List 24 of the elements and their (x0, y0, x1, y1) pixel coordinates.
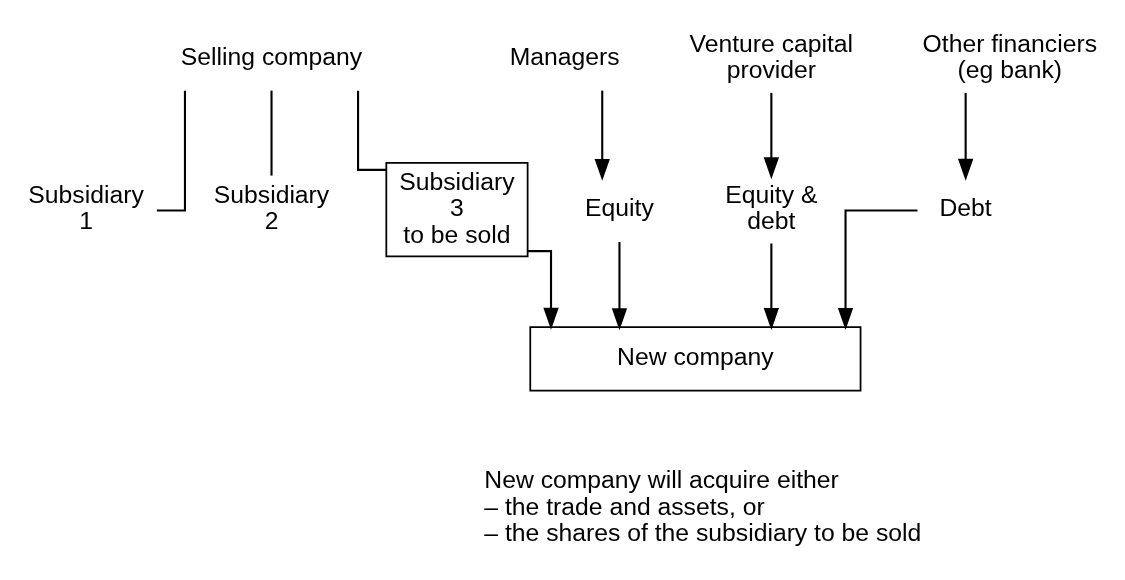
node-box: New company (529, 326, 862, 392)
node-text: Equity (585, 194, 654, 222)
label: – the shares of the subsidiary to be sold (484, 519, 922, 547)
arrow (957, 92, 974, 181)
node-text: Other financiers (eg bank) (922, 29, 1098, 84)
connector (357, 90, 387, 171)
node-text: Selling company (180, 43, 363, 71)
arrow (763, 92, 780, 180)
connector (156, 90, 187, 212)
arrow (763, 243, 780, 330)
node-box: Subsidiary 3 to be sold (385, 161, 529, 258)
node-text: Venture capital provider (689, 29, 854, 84)
node-text: Managers (509, 43, 620, 71)
connector (270, 90, 273, 176)
node-text: Subsidiary 2 (213, 180, 330, 235)
arrow (611, 242, 628, 331)
node-text: Debt (939, 194, 992, 222)
label: New company will acquire either (484, 466, 839, 494)
node-text: Subsidiary 1 (28, 180, 144, 235)
arrow (594, 90, 610, 181)
arrow (527, 250, 559, 330)
label: – the trade and assets, or (484, 492, 765, 520)
arrow (837, 209, 918, 330)
node-text: Equity & debt (725, 180, 818, 235)
